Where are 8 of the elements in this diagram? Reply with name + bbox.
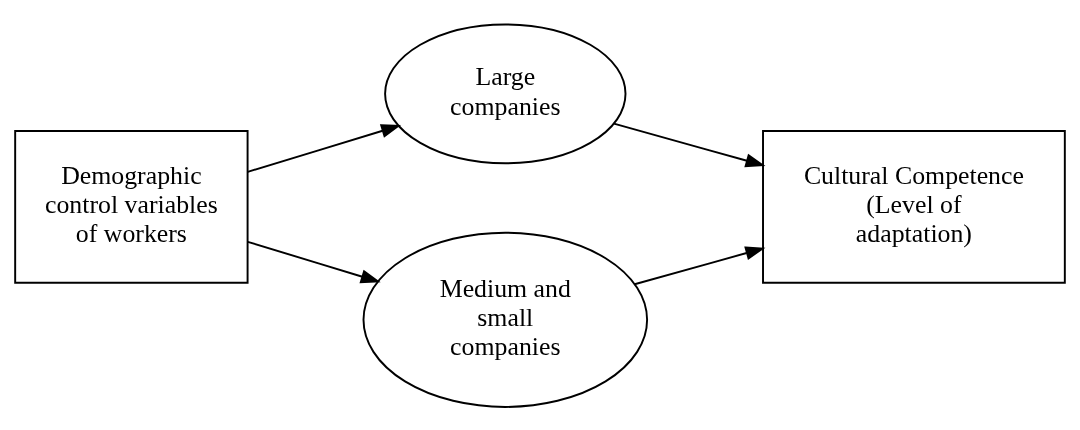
arrow — [246, 123, 402, 173]
arrow — [613, 122, 766, 167]
node-box: Cultural Competence (Level of adaptation) — [762, 129, 1066, 284]
arrow — [246, 240, 381, 283]
node-box: Demographic control variables of workers — [14, 129, 249, 284]
arrow — [633, 245, 766, 285]
node-ellipse: Medium and small companies — [362, 231, 649, 408]
node-ellipse: Large companies — [384, 23, 627, 164]
